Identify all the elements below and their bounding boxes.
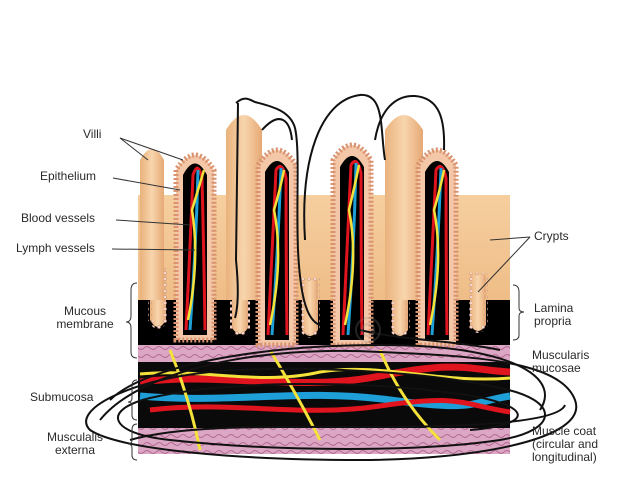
label-lamina-propria-line1: Lamina	[534, 301, 574, 315]
label-muscle-coat-line2: (circular and	[532, 437, 599, 451]
label-blood-vessels: Blood vessels	[21, 211, 96, 225]
label-muscle-coat-line3: longitudinal)	[532, 450, 597, 464]
label-submucosa: Submucosa	[30, 390, 94, 404]
label-mucous-membrane-line2: membrane	[56, 317, 114, 331]
deep-vessels	[139, 349, 511, 451]
label-muscularis-externa-line1: Musculalis	[46, 430, 103, 444]
label-mucous-membrane: Mucous membrane	[50, 305, 120, 331]
label-muscularis-externa: Musculalis externa	[40, 431, 110, 457]
label-mucous-membrane-line1: Mucous	[63, 304, 107, 318]
label-muscle-coat-line1: Muscle coat	[532, 424, 597, 438]
label-lymph-vessels: Lymph vessels	[16, 241, 95, 255]
leader-lines	[111, 137, 531, 293]
villus-1	[173, 152, 217, 343]
label-villi: Villi	[83, 127, 102, 141]
label-lamina-propria: Lamina propria	[534, 302, 573, 328]
label-muscle-coat: Muscle coat (circular and longitudinal)	[532, 425, 598, 464]
villus-4	[415, 147, 459, 348]
label-lamina-propria-line2: propria	[534, 314, 572, 328]
watermark-logo	[355, 317, 381, 343]
front-villi	[173, 142, 459, 348]
label-crypts: Crypts	[534, 229, 569, 243]
label-muscularis-externa-line2: externa	[54, 443, 96, 457]
label-epithelium: Epithelium	[40, 169, 97, 183]
label-muscularis-mucosae: Muscularis mucosae	[532, 349, 589, 375]
back-villi	[140, 115, 423, 300]
villus-2	[255, 147, 299, 348]
pen-scribbles	[85, 93, 578, 462]
villus-3	[330, 142, 374, 348]
label-muscularis-mucosae-line1: Muscularis	[532, 348, 590, 362]
brackets	[125, 282, 525, 461]
label-muscularis-mucosae-line2: mucosae	[532, 361, 581, 375]
